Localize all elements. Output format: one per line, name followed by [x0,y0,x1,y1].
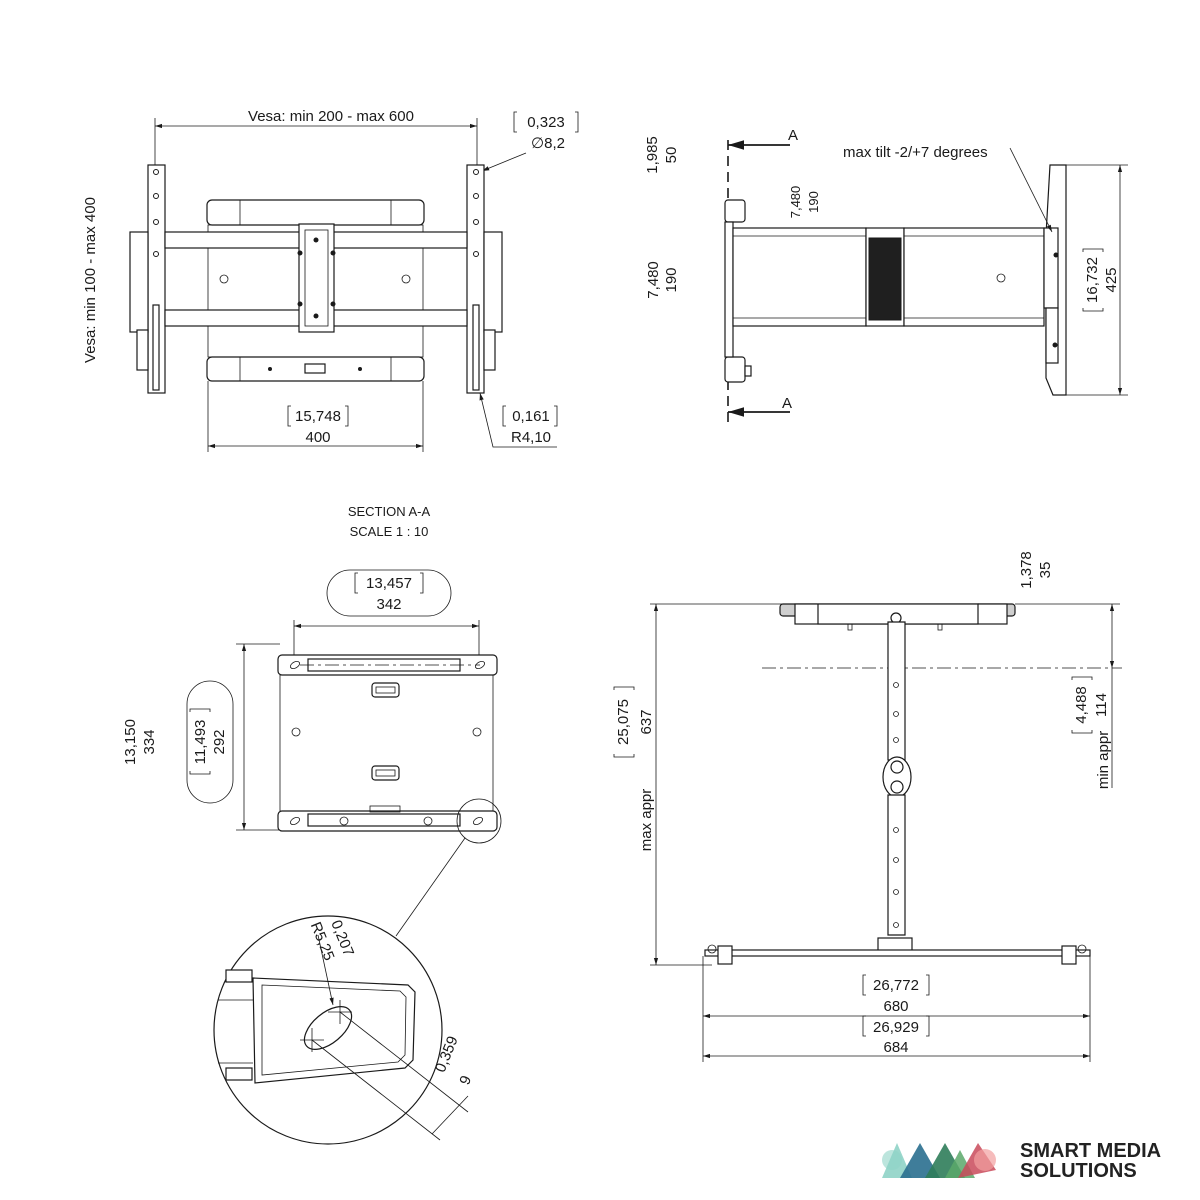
width-inch-label: 15,748 [295,408,341,425]
radius-mm-label: R4,10 [511,429,551,446]
depth-inch-label: 7,480 [788,186,803,219]
side-arm-right [903,227,1045,327]
side-arm-left [732,227,867,327]
width-mm-label: 400 [305,429,330,446]
section-width-inch-label: 13,457 [366,575,412,592]
height-mm-label: 190 [663,267,680,292]
section-title: SECTION A-A [348,504,431,519]
top-arm-lower [887,794,906,936]
inner-width-inch-label: 26,772 [873,977,919,994]
section-height-mm-label: 334 [141,729,158,754]
section-view: SECTION A-A SCALE 1 : 10 13,457 342 13,1… [122,504,502,1145]
section-slot-bottom [371,765,400,781]
section-marker-top: A [788,127,798,144]
depth-mm-label: 190 [806,191,821,213]
inner-width-mm-label: 680 [883,998,908,1015]
hole-mm-label: ∅8,2 [531,135,565,152]
plate-inch-label: 16,732 [1084,257,1101,303]
min-label: min appr [1095,731,1112,789]
brand-line2: SOLUTIONS [1020,1160,1137,1182]
brand-line1: SMART MEDIA [1020,1140,1161,1162]
hole-inch-label: 0,323 [527,114,565,131]
top-arm-upper [887,621,906,761]
detail-circle [213,915,443,1145]
section-inner-inch-label: 11,493 [192,720,209,765]
outer-width-inch-label: 26,929 [873,1019,919,1036]
front-view: Vesa: min 200 - max 600 0,323 ∅8,2 Vesa:… [82,108,579,452]
wall-depth-mm-label: 35 [1037,562,1054,579]
section-inner-mm-label: 292 [211,729,228,754]
section-width-mm-label: 342 [376,596,401,613]
max-label: max appr [638,789,655,852]
wall-depth-inch-label: 1,378 [1018,551,1035,589]
side-view: A A 1,985 50 7,480 190 7,480 190 max til… [644,127,1128,425]
section-scale: SCALE 1 : 10 [350,524,429,539]
detail-slot-mm-label: 9 [456,1073,475,1087]
radius-inch-label: 0,161 [512,408,550,425]
max-reach-inch-label: 25,075 [615,699,632,745]
tilt-note: max tilt -2/+7 degrees [843,144,988,161]
height-inch-label: 7,480 [645,261,662,299]
top-offset-mm-label: 50 [663,147,680,164]
min-offset-mm-label: 114 [1093,693,1110,717]
top-bar [206,199,425,226]
section-slot-top [371,682,400,698]
section-height-inch-label: 13,150 [122,719,139,765]
hinge-block [868,237,902,321]
brand-logo: SMART MEDIA SOLUTIONS [882,1140,1161,1182]
brand-logo-mark [882,1143,996,1178]
top-tv-bar [704,949,1091,957]
vesa-vertical-label: Vesa: min 100 - max 400 [82,197,99,363]
max-reach-mm-label: 637 [638,709,655,734]
outer-width-mm-label: 684 [883,1039,908,1056]
plate-mm-label: 425 [1103,267,1120,292]
top-offset-inch-label: 1,985 [644,136,661,174]
section-marker-bottom: A [782,395,792,412]
vesa-horizontal-label: Vesa: min 200 - max 600 [248,108,414,125]
top-view: 1,378 35 4,488 114 min appr 25,075 637 m… [613,551,1122,1062]
detail-slot-inch-label: 0,359 [432,1034,462,1075]
min-offset-inch-label: 4,488 [1073,686,1090,724]
